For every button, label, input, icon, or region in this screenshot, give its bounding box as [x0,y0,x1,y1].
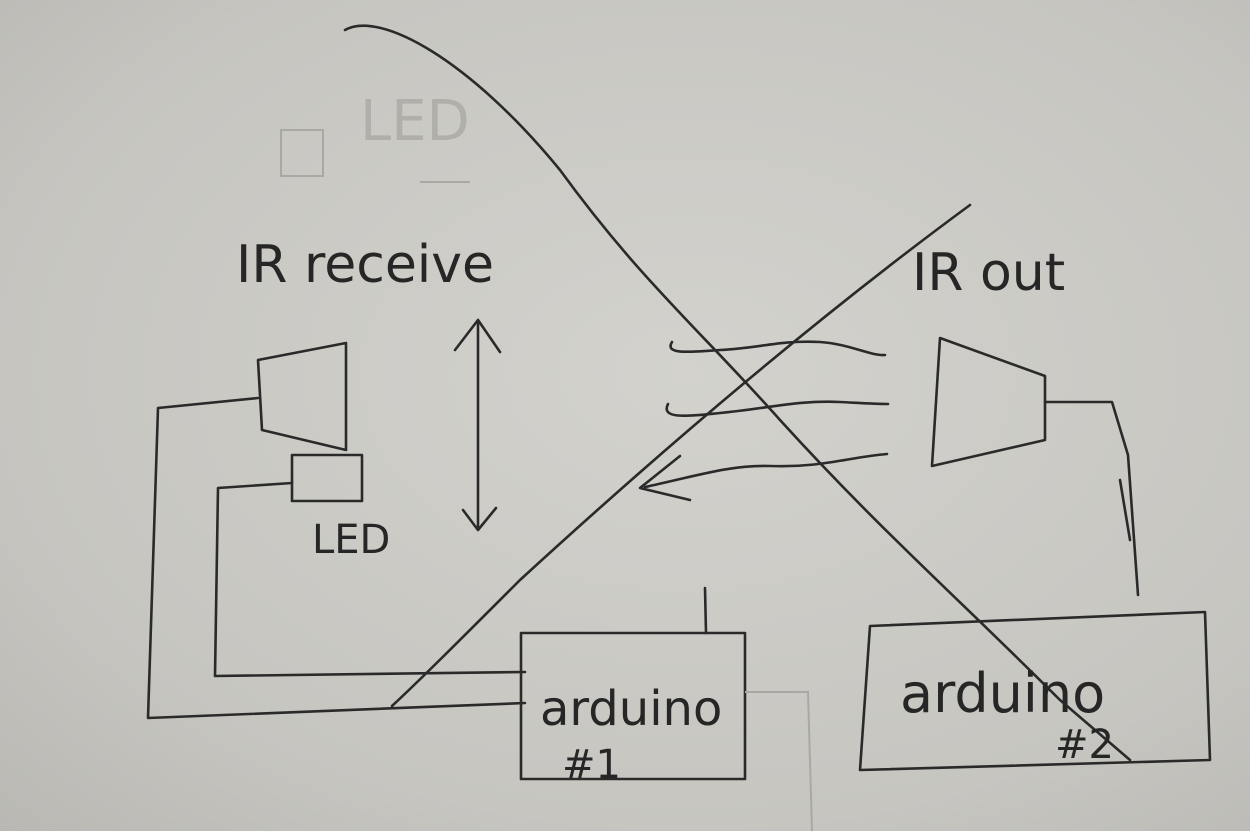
arduino1-label: arduino [540,681,722,737]
ir-signal-arrowhead [638,454,692,502]
arduino2-number: #2 [1055,722,1114,768]
wire-emitter-stub [1118,478,1132,542]
ir-signal-wave-1 [669,340,887,357]
arduino1-faint-lead [745,691,813,831]
diagonal-line-top-left-to-bottom-right [343,24,1132,762]
ir-signal-wave-2 [665,400,890,418]
arduino2-box [858,610,1212,772]
faint-erased-box [280,129,324,177]
ir-out-label: IR out [912,243,1065,303]
wire-led-to-arduino1 [213,481,527,678]
ir-receiver-sensor-shape [256,341,348,452]
double-arrow-down-head [461,506,498,532]
arduino1-number: #1 [562,742,621,788]
arduino1-top-pin [703,586,708,635]
ir-receive-label: IR receive [236,235,494,295]
arduino1-box [519,631,747,781]
faint-led-label: LED [360,89,470,154]
diagonal-line-top-right-to-bottom-left [390,203,972,708]
ir-emitter-shape [930,336,1047,468]
arduino2-label: arduino [900,662,1105,725]
led-label: LED [312,517,390,563]
ir-signal-wave-3 [643,452,889,489]
wire-emitter-to-arduino2 [1043,400,1140,597]
led-box [290,453,364,503]
wire-receiver-to-arduino1 [146,396,527,720]
double-arrow-up-head [453,318,502,354]
